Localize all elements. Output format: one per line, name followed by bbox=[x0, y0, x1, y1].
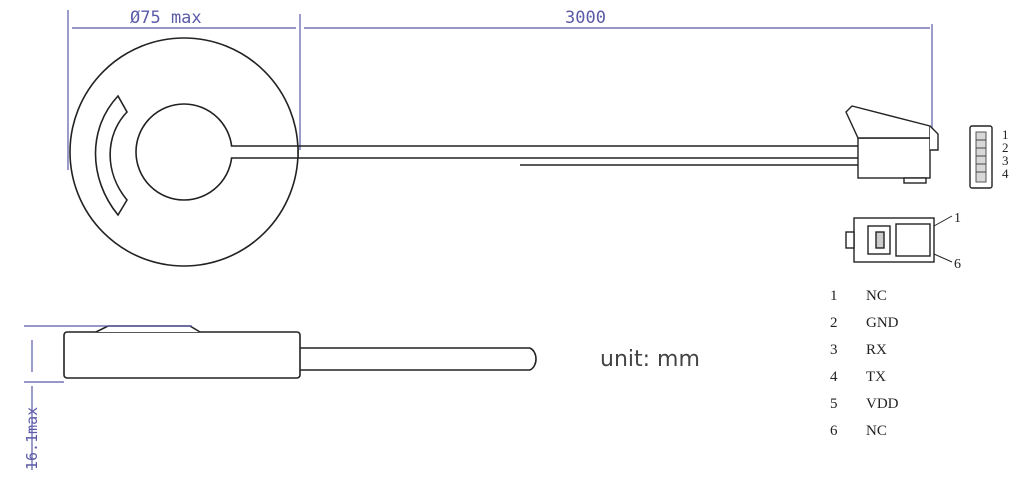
pin-name: TX bbox=[866, 369, 886, 385]
connector-pin-label: 1 bbox=[1002, 127, 1009, 142]
pin-name: NC bbox=[866, 423, 887, 439]
diameter-dimension-label: Ø75 max bbox=[130, 8, 202, 28]
connector-pin-label: 3 bbox=[1002, 153, 1009, 168]
unit-label: unit: mm bbox=[600, 347, 700, 372]
connector-front-view bbox=[845, 215, 953, 263]
pin-number: 5 bbox=[830, 396, 838, 412]
cable-top-view bbox=[298, 145, 858, 166]
pin-number: 3 bbox=[830, 342, 838, 358]
pin-number: 4 bbox=[830, 369, 838, 385]
pin-name: VDD bbox=[866, 396, 899, 412]
pin-number: 1 bbox=[830, 288, 838, 304]
puck-top-view bbox=[69, 37, 299, 267]
height-dimension-label: 16.1max bbox=[23, 407, 41, 470]
rj-plug-side bbox=[845, 105, 939, 184]
cable-length-dimension-label: 3000 bbox=[565, 8, 606, 28]
connector-pin-label: 4 bbox=[1002, 166, 1009, 181]
puck-side-view bbox=[63, 325, 537, 379]
dimension-lines-side bbox=[24, 325, 192, 470]
front-pin-label: 1 bbox=[954, 211, 961, 226]
pinout-table: 1 NC 2 GND 3 RX 4 TX 5 VDD 6 NC bbox=[830, 288, 899, 439]
front-pin-label: 6 bbox=[954, 257, 961, 272]
connector-end-view bbox=[969, 125, 993, 189]
connector-pin-label: 2 bbox=[1002, 140, 1009, 155]
dimension-lines-top bbox=[67, 10, 933, 170]
pin-number: 2 bbox=[830, 315, 838, 331]
pin-name: RX bbox=[866, 342, 887, 358]
pin-number: 6 bbox=[830, 423, 838, 439]
pin-name: GND bbox=[866, 315, 899, 331]
pin-name: NC bbox=[866, 288, 887, 304]
